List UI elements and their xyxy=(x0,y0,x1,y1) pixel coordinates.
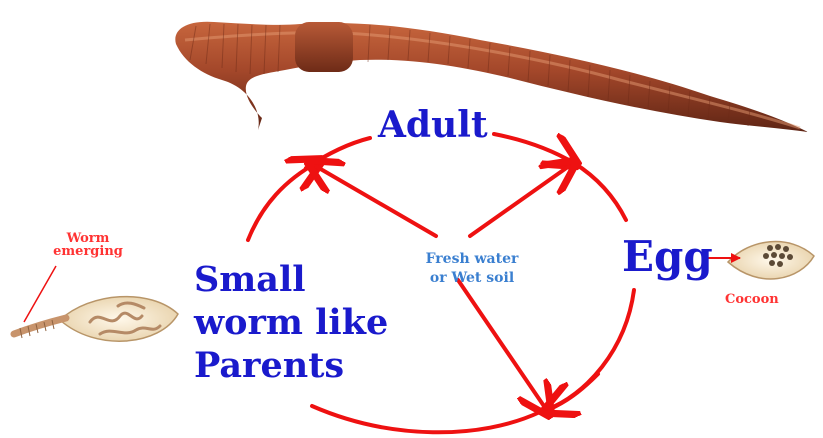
stage-adult-label: Adult xyxy=(378,104,488,146)
worm-clitellum xyxy=(295,22,353,72)
stage-young-line-2: worm like xyxy=(194,301,424,344)
stage-egg-label: Egg xyxy=(622,232,713,281)
emerging-pointer xyxy=(24,266,56,322)
arrow-adult-to-egg xyxy=(494,134,574,163)
cocoon-with-emerging-worm-illustration xyxy=(14,266,178,341)
cocoon-with-eggs-illustration xyxy=(704,242,814,279)
worm-body xyxy=(175,22,808,132)
stage-young-label: Small worm like Parents xyxy=(194,258,424,387)
worm-emerging-line-2: emerging xyxy=(40,245,136,258)
emerging-worm xyxy=(14,318,66,334)
spoke-center-to-bottom xyxy=(458,280,548,412)
arc-bottom xyxy=(312,406,540,432)
arrow-young-to-adult xyxy=(248,162,318,240)
adult-earthworm-illustration xyxy=(175,22,808,132)
spoke-center-to-adult-left xyxy=(312,164,436,236)
stage-young-line-1: Small xyxy=(194,258,424,301)
arc-adult-left xyxy=(306,138,370,168)
environment-line-1: Fresh water xyxy=(408,250,536,269)
environment-line-2: or Wet soil xyxy=(408,269,536,288)
arc-adult-to-egg-continued xyxy=(574,163,626,220)
arc-egg-lower xyxy=(546,290,634,410)
worm-emerging-label: Worm emerging xyxy=(40,232,136,258)
cocoon-label: Cocoon xyxy=(725,292,779,307)
environment-label: Fresh water or Wet soil xyxy=(408,250,536,288)
arrow-egg-to-young xyxy=(548,374,598,410)
stage-young-line-3: Parents xyxy=(194,344,424,387)
spoke-center-to-adult-right xyxy=(470,164,572,236)
